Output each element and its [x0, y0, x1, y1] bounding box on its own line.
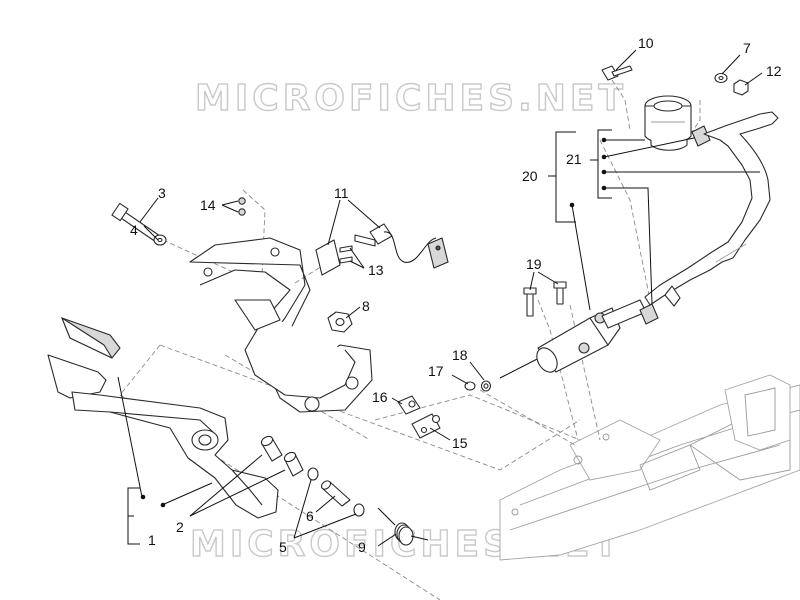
callout-1: 1	[148, 532, 156, 548]
spacer-18	[480, 380, 492, 392]
seals-5	[307, 467, 365, 517]
callout-13: 13	[368, 262, 384, 278]
callout-11: 11	[334, 185, 349, 201]
brake-pedal-lever-1	[47, 317, 279, 519]
pin-6	[320, 480, 351, 507]
callout-6: 6	[306, 508, 314, 524]
switch-assembly-11	[315, 223, 449, 276]
callout-4: 4	[130, 222, 138, 238]
callout-21: 21	[566, 151, 582, 167]
leader-dots	[140, 137, 607, 508]
bushings-2	[260, 435, 304, 477]
callout-18: 18	[452, 347, 468, 363]
reservoir-21	[644, 95, 692, 151]
washer-4	[153, 234, 167, 246]
frame-section	[499, 374, 800, 561]
nut-12	[733, 79, 749, 96]
screws-14	[238, 197, 246, 216]
callout-15: 15	[452, 435, 468, 451]
callout-labels: 1 2 3 4 5 6 7 8 9 10 11 12 13 14 15 16 1…	[130, 35, 782, 555]
callout-12: 12	[766, 63, 782, 79]
callout-2: 2	[176, 519, 184, 535]
nut-8	[327, 311, 353, 333]
callout-7: 7	[743, 40, 751, 56]
callout-16: 16	[372, 389, 388, 405]
callout-5: 5	[279, 539, 287, 555]
screws-13	[339, 245, 353, 264]
callout-10: 10	[638, 35, 654, 51]
hose-clamps	[639, 125, 711, 325]
watermark-top: MICROFICHES.NET	[195, 78, 627, 119]
callout-19: 19	[526, 256, 542, 272]
brake-fluid-hose	[644, 111, 779, 307]
washer-7	[714, 72, 728, 84]
clevis-15	[411, 413, 441, 439]
master-cylinder-20	[499, 299, 647, 379]
callout-3: 3	[158, 185, 166, 201]
clevis-16	[397, 395, 421, 415]
callout-14: 14	[200, 197, 216, 213]
callout-20: 20	[522, 168, 538, 184]
callout-9: 9	[358, 539, 366, 555]
return-spring-9	[377, 507, 429, 546]
leader-lines	[117, 49, 763, 547]
pedal-bracket	[189, 237, 373, 413]
callout-8: 8	[362, 298, 370, 314]
callout-17: 17	[428, 363, 444, 379]
cap-screw-10	[601, 65, 633, 81]
